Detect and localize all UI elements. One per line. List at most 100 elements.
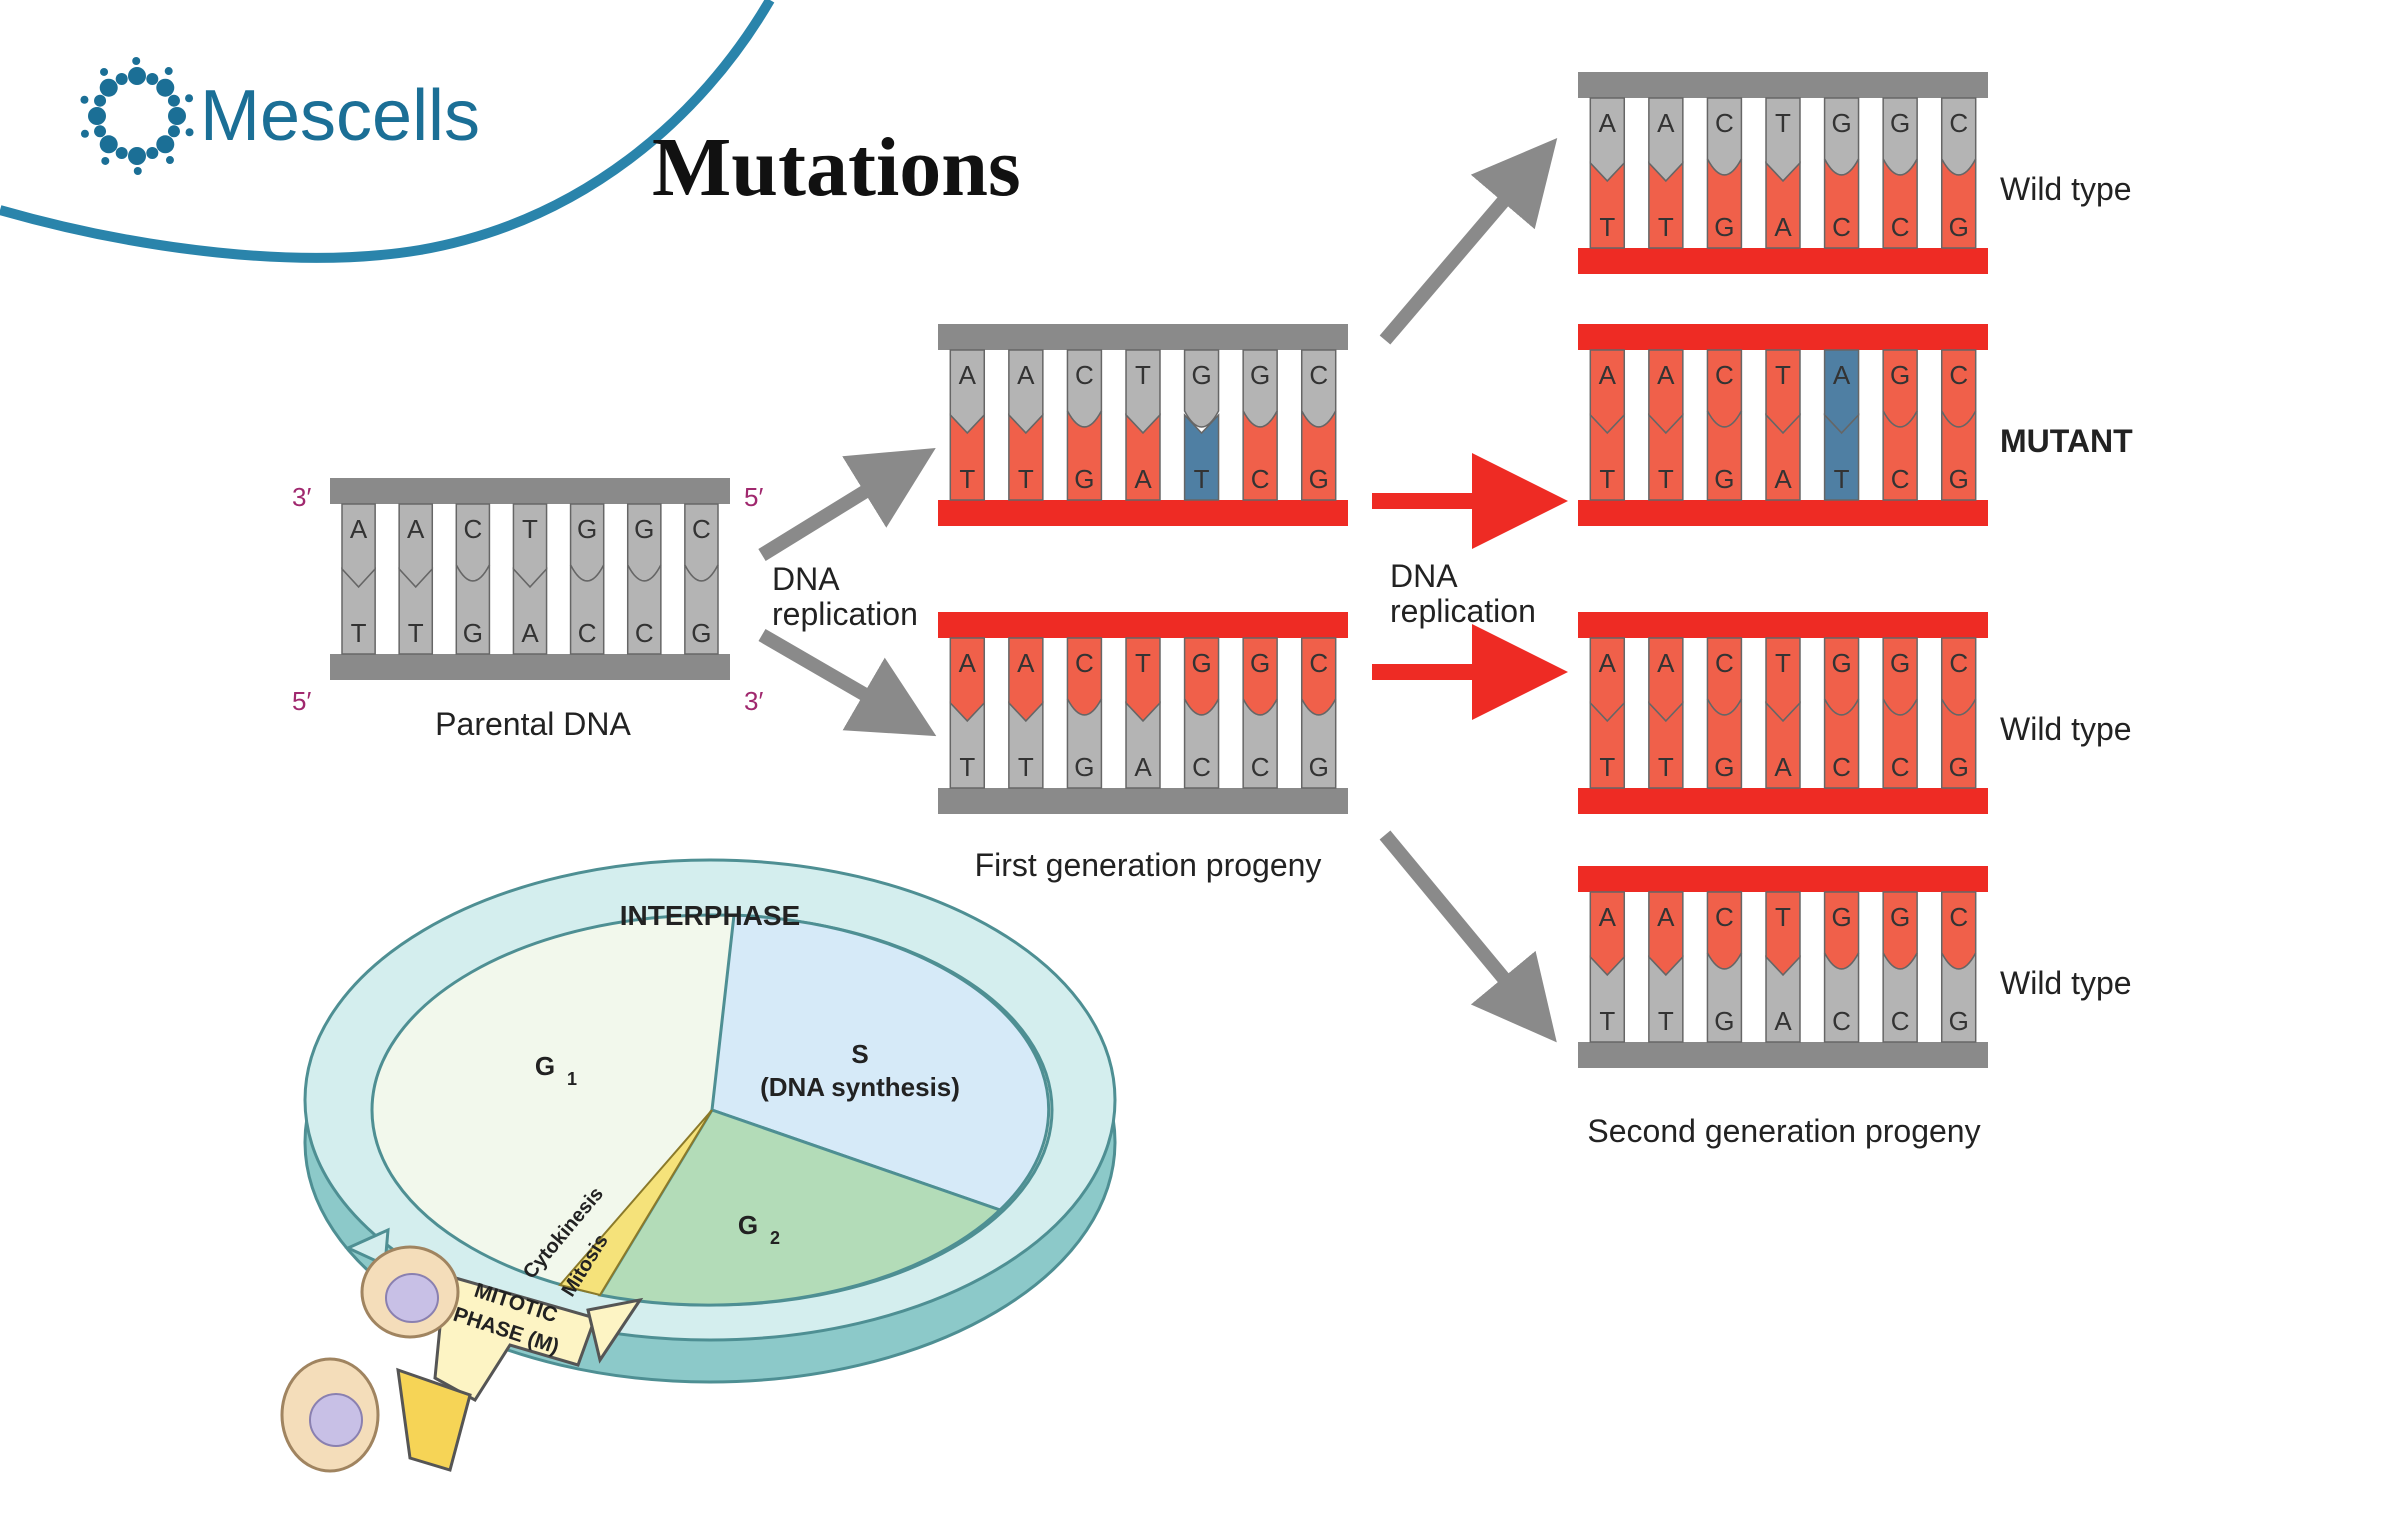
base-peg-bottom bbox=[1940, 158, 1977, 249]
g1-subscript: 1 bbox=[567, 1069, 577, 1089]
logo-dot bbox=[99, 135, 118, 154]
cell-cycle-diagram: INTERPHASE G 1 S (DNA synthesis) G 2 Cyt… bbox=[280, 858, 1117, 1473]
logo-dot bbox=[168, 107, 186, 125]
base-peg-bottom bbox=[1882, 410, 1918, 501]
logo-dot bbox=[128, 67, 146, 85]
base-peg-bottom bbox=[1183, 413, 1220, 501]
base-peg-bottom bbox=[1765, 701, 1801, 789]
base-letter-top: C bbox=[1949, 648, 1968, 678]
prime-bottom-left: 5′ bbox=[292, 686, 311, 716]
base-letter-bottom: T bbox=[1658, 1006, 1674, 1036]
base-letter-top: G bbox=[1191, 360, 1211, 390]
base-peg-bottom bbox=[1648, 701, 1684, 789]
base-letter-bottom: T bbox=[1599, 1006, 1615, 1036]
base-letter-top: G bbox=[1250, 648, 1270, 678]
dna-backbone-bottom bbox=[1578, 1042, 1988, 1068]
logo-dot bbox=[146, 73, 159, 86]
brand-name: Mescells bbox=[200, 76, 480, 156]
dna-backbone-bottom bbox=[1578, 788, 1988, 814]
base-letter-bottom: G bbox=[1714, 212, 1734, 242]
base-peg-bottom bbox=[1242, 698, 1278, 789]
base-letter-bottom: A bbox=[1774, 212, 1792, 242]
base-letter-top: C bbox=[1715, 648, 1734, 678]
base-letter-bottom: T bbox=[351, 618, 367, 648]
base-peg-bottom bbox=[949, 413, 986, 501]
cell-icon bbox=[280, 1357, 380, 1473]
arrow-parental-to-first-bottom bbox=[758, 628, 937, 737]
base-letter-top: T bbox=[1775, 902, 1791, 932]
logo-dot bbox=[99, 78, 118, 97]
base-peg-bottom bbox=[1765, 413, 1801, 501]
base-letter-top: A bbox=[1017, 360, 1035, 390]
base-peg-bottom bbox=[1765, 161, 1801, 249]
base-letter-top: C bbox=[1949, 902, 1968, 932]
base-letter-bottom: C bbox=[1832, 1006, 1851, 1036]
base-peg-bottom bbox=[1823, 413, 1860, 501]
base-letter-bottom: G bbox=[1074, 464, 1094, 494]
base-letter-bottom: A bbox=[1774, 1006, 1792, 1036]
replication-label-2-line1: DNA bbox=[1390, 558, 1458, 594]
logo-dot bbox=[185, 128, 194, 137]
strand-type-label: Wild type bbox=[2000, 711, 2132, 747]
strand-type-label: MUTANT bbox=[2000, 423, 2133, 459]
base-peg-bottom bbox=[1940, 952, 1977, 1043]
arrow-first-to-second-4 bbox=[1379, 830, 1557, 1043]
base-letter-top: A bbox=[1657, 108, 1675, 138]
base-letter-bottom: A bbox=[521, 618, 539, 648]
base-peg-bottom bbox=[1823, 698, 1860, 789]
base-letter-bottom: G bbox=[1309, 752, 1329, 782]
base-letter-top: A bbox=[1599, 108, 1617, 138]
base-letter-bottom: G bbox=[1309, 464, 1329, 494]
base-peg-bottom bbox=[1706, 952, 1743, 1043]
base-letter-bottom: T bbox=[1658, 752, 1674, 782]
base-letter-top: G bbox=[1191, 648, 1211, 678]
base-letter-bottom: C bbox=[578, 618, 597, 648]
header-swoosh bbox=[0, 0, 780, 267]
base-letter-top: C bbox=[1075, 360, 1094, 390]
base-letter-bottom: T bbox=[959, 464, 975, 494]
base-peg-bottom bbox=[569, 564, 605, 655]
base-peg-bottom bbox=[455, 564, 491, 655]
base-peg-bottom bbox=[1823, 158, 1860, 249]
base-letter-top: G bbox=[1831, 902, 1851, 932]
base-peg-bottom bbox=[1823, 952, 1860, 1043]
base-letter-bottom: C bbox=[1891, 464, 1910, 494]
dna-backbone-top bbox=[1578, 72, 1988, 98]
base-letter-bottom: G bbox=[691, 618, 711, 648]
base-letter-top: C bbox=[1309, 360, 1328, 390]
base-peg-bottom bbox=[1589, 161, 1626, 249]
base-peg-bottom bbox=[1008, 701, 1044, 789]
base-peg-bottom bbox=[1706, 158, 1743, 249]
prime-bottom-right: 3′ bbox=[744, 686, 763, 716]
dna-backbone-top bbox=[330, 478, 730, 504]
logo-dot bbox=[185, 94, 194, 103]
base-peg-bottom bbox=[1066, 410, 1103, 501]
base-letter-top: A bbox=[1657, 902, 1675, 932]
dna-backbone-bottom bbox=[1578, 248, 1988, 274]
base-letter-top: G bbox=[1831, 108, 1851, 138]
base-letter-top: T bbox=[522, 514, 538, 544]
base-peg-bottom bbox=[684, 564, 719, 655]
arrow-first-to-second-1 bbox=[1379, 138, 1558, 345]
base-peg-bottom bbox=[1882, 698, 1918, 789]
base-letter-top: G bbox=[577, 514, 597, 544]
dot-ring-icon bbox=[80, 57, 194, 175]
base-letter-top: T bbox=[1135, 360, 1151, 390]
base-letter-bottom: C bbox=[1251, 464, 1270, 494]
dna-backbone-bottom bbox=[938, 500, 1348, 526]
base-peg-bottom bbox=[1008, 413, 1044, 501]
mitotic-arrow-head bbox=[396, 1367, 472, 1472]
base-letter-top: C bbox=[1715, 902, 1734, 932]
base-letter-top: C bbox=[1075, 648, 1094, 678]
base-letter-bottom: G bbox=[1949, 212, 1969, 242]
base-letter-bottom: G bbox=[1714, 464, 1734, 494]
base-peg-bottom bbox=[1940, 698, 1977, 789]
base-peg-bottom bbox=[1940, 410, 1977, 501]
second-generation: Second generation progeny ATATCGTAGCGCCG… bbox=[1578, 72, 2133, 1149]
base-letter-bottom: T bbox=[1018, 464, 1034, 494]
header-swoosh-line bbox=[0, 0, 775, 263]
base-letter-top: A bbox=[1833, 360, 1851, 390]
base-letter-bottom: C bbox=[1891, 1006, 1910, 1036]
base-letter-bottom: G bbox=[1074, 752, 1094, 782]
